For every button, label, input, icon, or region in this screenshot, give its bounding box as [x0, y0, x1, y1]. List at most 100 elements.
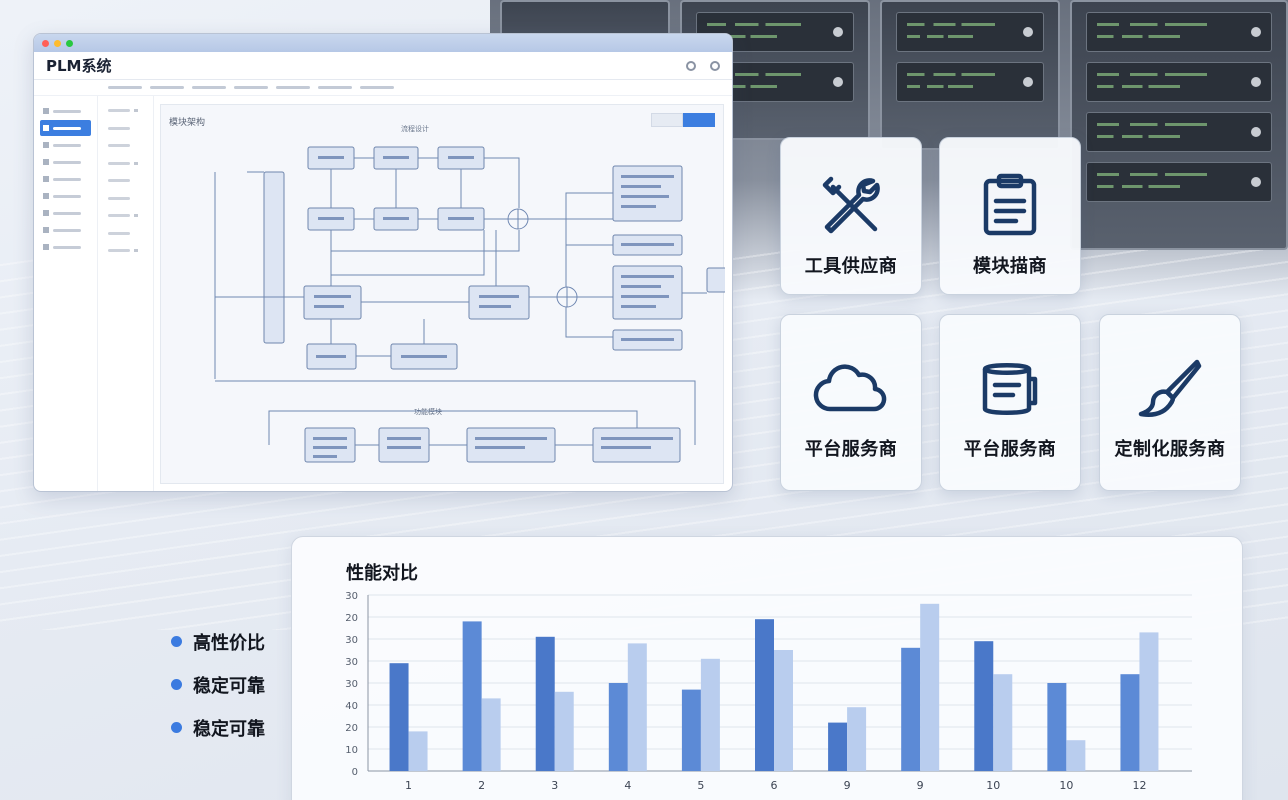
y-tick-label: 20 [345, 613, 358, 624]
bar-series-2 [1066, 740, 1086, 771]
subnav-item[interactable] [100, 225, 153, 243]
feature-label: 高性价比 [193, 632, 265, 654]
subnav-item[interactable] [100, 155, 153, 173]
close-window-button[interactable] [42, 39, 49, 47]
sidebar-item[interactable] [40, 103, 91, 119]
bar-series-1 [608, 683, 628, 771]
subnav-item[interactable] [100, 242, 153, 260]
sidebar-item[interactable] [40, 171, 91, 187]
subnav-item[interactable] [100, 207, 153, 225]
sidebar-item-active[interactable] [40, 120, 91, 136]
bar-series-1 [462, 621, 482, 771]
bar-series-1 [535, 636, 555, 771]
x-tick-label: 10 [986, 779, 1000, 792]
supplier-card-label: 平台服务商 [963, 439, 1057, 460]
secondary-button[interactable] [651, 113, 683, 127]
subnav-item[interactable] [100, 190, 153, 208]
supplier-card[interactable]: 模块描商 [939, 137, 1081, 295]
sidebar-item[interactable] [40, 222, 91, 238]
settings-icon[interactable] [686, 60, 696, 71]
x-tick-label: 12 [1132, 779, 1146, 792]
cloud-icon [813, 355, 889, 421]
bar-series-2 [408, 731, 428, 771]
bar-series-2 [1139, 632, 1159, 771]
bullet-dot-icon [171, 679, 182, 690]
flow-node [378, 427, 430, 463]
bar-series-2 [700, 658, 720, 771]
x-tick-label: 10 [1059, 779, 1073, 792]
tab[interactable] [192, 86, 226, 89]
bar-series-2 [993, 674, 1013, 771]
sidebar-item[interactable] [40, 205, 91, 221]
feature-label: 稳定可靠 [193, 675, 265, 697]
tab[interactable] [318, 86, 352, 89]
bar-series-1 [681, 689, 701, 771]
maximize-window-button[interactable] [66, 39, 73, 47]
supplier-card-label: 工具供应商 [804, 256, 898, 277]
sidebar [34, 96, 98, 491]
diagram-canvas: 模块架构 [160, 104, 725, 484]
diagram-group-label: 流程设计 [401, 124, 429, 133]
y-tick-label: 30 [345, 679, 358, 690]
feature-item: 高性价比 [171, 620, 265, 663]
sidebar-item[interactable] [40, 154, 91, 170]
server-rack [880, 0, 1060, 150]
feature-label: 稳定可靠 [193, 718, 265, 740]
x-tick-label: 5 [697, 779, 704, 792]
sidebar-item[interactable] [40, 137, 91, 153]
supplier-card-label: 模块描商 [973, 256, 1047, 277]
x-tick-label: 9 [917, 779, 924, 792]
feature-list: 高性价比 稳定可靠 稳定可靠 [171, 620, 265, 749]
flow-node [303, 285, 362, 320]
app-header: PLM系统 [34, 52, 732, 80]
supplier-card[interactable]: 定制化服务商 [1099, 314, 1241, 491]
tab[interactable] [360, 86, 394, 89]
flow-node [592, 427, 681, 463]
supplier-card[interactable]: 平台服务商 [939, 314, 1081, 491]
flow-node [706, 267, 725, 293]
supplier-card-label: 平台服务商 [804, 439, 898, 460]
x-tick-label: 1 [405, 779, 412, 792]
supplier-card[interactable]: 工具供应商 [780, 137, 922, 295]
tab-bar [34, 80, 732, 96]
flow-diagram: 流程设计 功能模块 [214, 124, 725, 463]
bullet-dot-icon [171, 722, 182, 733]
sidebar-item[interactable] [40, 239, 91, 255]
subnav-item[interactable] [100, 172, 153, 190]
wrench-screwdriver-icon [817, 172, 885, 238]
flow-node [468, 285, 530, 320]
subnav-item[interactable] [100, 137, 153, 155]
supplier-card[interactable]: 平台服务商 [780, 314, 922, 491]
y-tick-label: 30 [345, 657, 358, 668]
sidebar-item[interactable] [40, 188, 91, 204]
y-tick-label: 20 [345, 723, 358, 734]
flow-node [466, 427, 556, 463]
y-tick-label: 30 [345, 591, 358, 602]
y-tick-label: 40 [345, 701, 358, 712]
bar-series-2 [554, 691, 574, 771]
y-tick-label: 0 [352, 767, 358, 778]
y-tick-label: 30 [345, 635, 358, 646]
tab[interactable] [276, 86, 310, 89]
clipboard-icon [980, 172, 1040, 238]
chart-title: 性能对比 [346, 563, 418, 584]
subnav-item[interactable] [100, 120, 153, 138]
bar-series-1 [901, 647, 921, 771]
bar-series-1 [828, 722, 848, 771]
tab[interactable] [108, 86, 142, 89]
subnav-item[interactable] [100, 102, 153, 120]
bar-series-2 [920, 603, 940, 771]
supplier-card-label: 定制化服务商 [1114, 439, 1226, 460]
minimize-window-button[interactable] [54, 39, 61, 47]
bar-series-2 [627, 643, 647, 771]
app-title: PLM系统 [46, 57, 112, 75]
canvas-label: 模块架构 [169, 118, 206, 128]
primary-button[interactable] [683, 113, 715, 127]
tab[interactable] [234, 86, 268, 89]
tab[interactable] [150, 86, 184, 89]
bar-series-1 [974, 641, 994, 771]
x-tick-label: 4 [624, 779, 631, 792]
x-tick-label: 6 [771, 779, 778, 792]
user-icon[interactable] [710, 60, 720, 71]
